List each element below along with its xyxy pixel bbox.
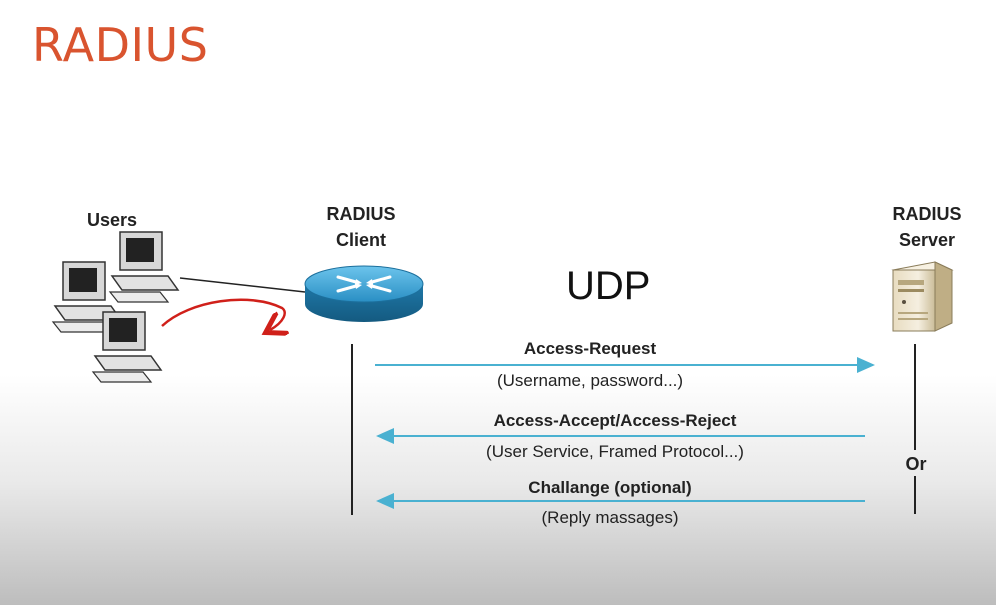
users-label: Users — [86, 210, 138, 230]
server-icon — [891, 261, 954, 332]
access-request-detail: (Username, password...) — [496, 371, 684, 390]
computer-icon — [108, 231, 180, 303]
protocol-label: UDP — [566, 264, 651, 308]
router-icon — [304, 265, 424, 322]
radius-client-label: RADIUS Client — [313, 201, 409, 253]
access-accept-reject-detail: (User Service, Framed Protocol...) — [486, 442, 744, 461]
radius-server-label-line1: RADIUS — [892, 204, 962, 224]
challenge-label: Challange (optional) — [528, 478, 692, 497]
network-link — [179, 277, 306, 293]
radius-server-label: RADIUS Server — [877, 201, 977, 253]
access-request-label: Access-Request — [523, 339, 657, 358]
red-annotation-arrow — [161, 298, 285, 330]
computer-icon — [91, 311, 163, 383]
radius-server-label-line2: Server — [898, 230, 956, 250]
slide-title: RADIUS — [32, 18, 209, 72]
radius-client-label-line2: Client — [335, 230, 386, 250]
access-accept-reject-label: Access-Accept/Access-Reject — [493, 411, 737, 430]
or-label: Or — [905, 454, 927, 474]
challenge-detail: (Reply massages) — [541, 508, 679, 527]
radius-client-label-line1: RADIUS — [326, 204, 396, 224]
